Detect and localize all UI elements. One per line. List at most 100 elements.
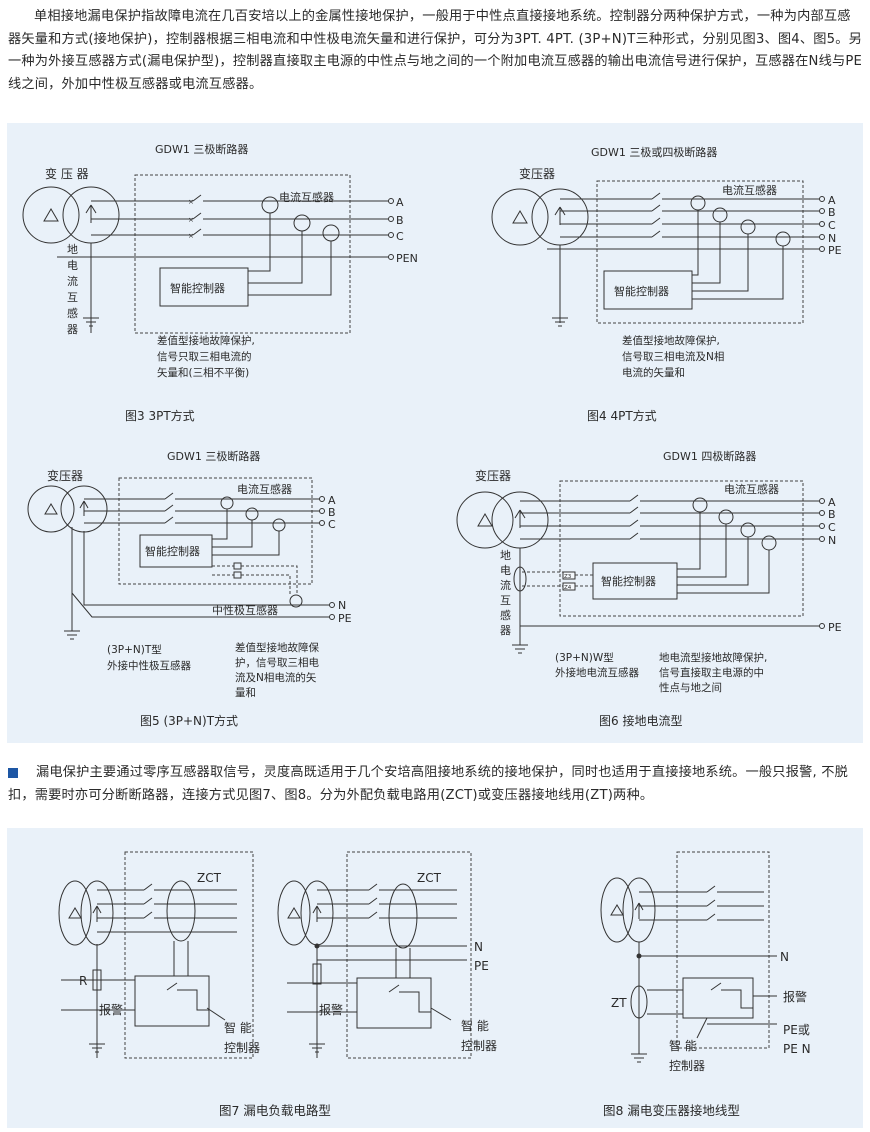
fig4-transformer-primary <box>491 188 549 246</box>
fig4-line-c: C <box>828 219 836 232</box>
fig4-delta-icon <box>512 210 528 224</box>
fig4-ct-c <box>740 219 756 235</box>
fig5-line-n: N <box>338 599 346 612</box>
fig3-diagram: GDW1 三极断路器 变 压 器 ××× A B C PEN 电流互感器 智能控… <box>22 142 418 423</box>
fig7-caption: 图7 漏电负载电路型 <box>219 1103 331 1118</box>
fig7a-star-icon <box>92 905 102 922</box>
fig5-line-a: A <box>328 494 336 507</box>
fig7b-zct <box>388 883 418 949</box>
fig5-star-icon <box>79 500 89 516</box>
fig8-zt-label: ZT <box>611 996 627 1010</box>
fig5-breaker-label: GDW1 三极断路器 <box>167 449 260 463</box>
fig5-controller <box>139 534 213 568</box>
fig3-ground-ct-label: 地 电 流 互 感 器 <box>67 243 78 336</box>
svg-text:地: 地 <box>500 549 511 562</box>
fig8-zt <box>630 985 648 1019</box>
svg-text:控制器: 控制器 <box>461 1039 497 1053</box>
fig7a-controller-label: 智 能 控制器 <box>224 1020 260 1055</box>
fig5-transformer-label: 变压器 <box>47 468 83 483</box>
fig6-caption: 图6 接地电流型 <box>599 713 682 728</box>
fig5-neutral-ct-label: 中性极互感器 <box>212 603 278 617</box>
fig8-ground-icon <box>631 1044 647 1063</box>
fig3-transformer-primary <box>22 186 80 244</box>
fig3-star-icon <box>85 204 97 223</box>
svg-text:感: 感 <box>67 307 78 320</box>
fig8-frame <box>676 851 770 1049</box>
fig3-ct-label: 电流互感器 <box>279 190 334 204</box>
svg-text:智 能: 智 能 <box>224 1020 252 1035</box>
fig6-line-c: C <box>828 521 836 534</box>
fig5-diagram: GDW1 三极断路器 变压器 A B C 电流互感器 智能控制器 N PE 中性… <box>27 449 352 728</box>
fig4-breaker-frame <box>596 180 804 324</box>
fig8-delta-icon <box>610 904 624 916</box>
fig6-ct-label: 电流互感器 <box>724 482 779 496</box>
fig7b-zct-label: ZCT <box>417 871 442 885</box>
fig7a-alarm-label: 报警 <box>99 1002 123 1017</box>
fig6-breaker-label: GDW1 四极断路器 <box>663 449 756 463</box>
svg-text:智 能: 智 能 <box>669 1038 697 1053</box>
fig3-breaker-label: GDW1 三极断路器 <box>155 142 248 156</box>
svg-text:智 能: 智 能 <box>461 1018 489 1033</box>
fig3-line-a: A <box>396 196 404 209</box>
fig6-breaker-frame <box>559 480 804 617</box>
fig7b-diagram: ZCT N PE 报警 智 能 控制器 图7 漏电负载电路型 <box>219 851 497 1118</box>
diagrams-fig3-to-fig6: GDW1 三极断路器 变 压 器 ××× A B C PEN 电流互感器 智能控… <box>22 142 842 728</box>
fig7b-pe-label: PE <box>474 959 489 973</box>
fig5-neutral-ct <box>289 594 303 608</box>
fig3-caption: 图3 3PT方式 <box>125 408 195 423</box>
fig8-alarm-label: 报警 <box>783 989 807 1004</box>
fig8-caption: 图8 漏电变压器接地线型 <box>603 1103 740 1118</box>
fig6-controller-label: 智能控制器 <box>601 574 656 588</box>
fig3-controller-label: 智能控制器 <box>170 281 225 295</box>
fig4-caption: 图4 4PT方式 <box>587 408 657 423</box>
svg-text:互: 互 <box>500 594 511 607</box>
fig5-controller-label: 智能控制器 <box>145 544 200 558</box>
fig7a-r-label: R <box>79 974 87 988</box>
fig6-terminal-z3: Z3 <box>564 574 572 580</box>
fig3-delta-icon <box>43 208 59 222</box>
fig7a-resistor <box>92 969 102 991</box>
intro-paragraph: 单相接地漏电保护指故障电流在几百安培以上的金属性接地保护，一般用于中性点直接接地… <box>8 9 863 92</box>
fig4-ct-n <box>775 231 791 247</box>
svg-text:流: 流 <box>67 274 78 288</box>
fig7b-controller-label: 智 能 控制器 <box>461 1018 497 1053</box>
svg-text:×: × <box>188 216 194 224</box>
fig6-description: 地电流型接地故障保护, 信号直接取主电源的中 性点与地之间 <box>659 651 767 694</box>
svg-text:控制器: 控制器 <box>669 1059 705 1073</box>
fig5-caption: 图5 (3P+N)T方式 <box>140 713 238 728</box>
svg-text:流及N相电流的矢: 流及N相电流的矢 <box>235 671 317 684</box>
fig4-line-a: A <box>828 194 836 207</box>
fig6-delta-icon <box>477 513 493 527</box>
fig6-line-a: A <box>828 496 836 509</box>
fig3-line-pen: PEN <box>396 252 418 265</box>
fig3-transformer-label: 变 压 器 <box>45 166 89 181</box>
svg-text:外接中性极互感器: 外接中性极互感器 <box>107 659 191 672</box>
fig4-star-icon <box>554 206 566 225</box>
diagram-panel-top: GDW1 三极断路器 变 压 器 ××× A B C PEN 电流互感器 智能控… <box>7 123 863 743</box>
fig3-ct-a <box>261 196 279 214</box>
svg-text:(3P+N)W型: (3P+N)W型 <box>555 651 614 664</box>
svg-text:矢量和(三相不平衡): 矢量和(三相不平衡) <box>157 366 249 379</box>
fig4-line-pe: PE <box>828 244 842 257</box>
fig7a-zct-label: ZCT <box>197 871 222 885</box>
fig5-line-c: C <box>328 518 336 531</box>
fig8-n-label: N <box>780 950 789 964</box>
fig5-line-pe: PE <box>338 612 352 625</box>
fig6-line-pe: PE <box>828 621 842 634</box>
fig5-delta-icon <box>44 503 58 515</box>
fig5-transformer-primary <box>27 485 75 533</box>
fig5-ct-label: 电流互感器 <box>237 482 292 496</box>
svg-text:×: × <box>188 198 194 206</box>
fig7a-delta-icon <box>68 907 82 919</box>
fig3-breaker-frame <box>134 174 351 334</box>
fig8-star-icon <box>634 902 644 919</box>
fig6-controller <box>592 562 678 600</box>
fig4-description: 差值型接地故障保护, 信号取三相电流及N相 电流的矢量和 <box>622 334 724 379</box>
fig6-line-b: B <box>828 508 836 521</box>
fig7b-ground-icon <box>309 1036 325 1053</box>
fig7b-delta-icon <box>287 907 301 919</box>
svg-text:地电流型接地故障保护,: 地电流型接地故障保护, <box>659 651 767 664</box>
svg-text:PE或: PE或 <box>783 1023 810 1037</box>
svg-text:性点与地之间: 性点与地之间 <box>659 681 722 694</box>
svg-text:地: 地 <box>67 243 78 256</box>
